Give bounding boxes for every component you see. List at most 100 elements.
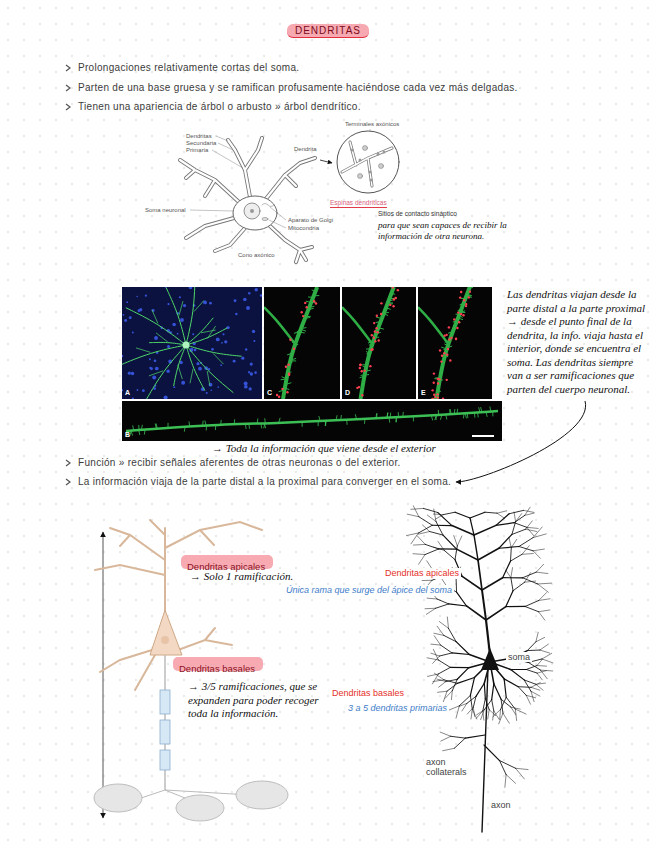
micrograph-panel: A [122,287,262,399]
cell-nucleus [149,358,151,360]
synapse-marker [460,291,462,293]
leader-line [218,143,233,150]
spine [292,342,295,344]
spine [260,423,262,428]
synapse-marker [439,349,441,351]
dendrite-segment [526,666,537,670]
dendrite-segment [512,522,516,535]
spine [234,419,235,424]
spine [184,427,186,432]
synapse-marker [371,334,373,336]
spine [402,412,403,417]
synapse-marker [286,391,288,393]
cell-nucleus [244,381,248,385]
spine [366,353,369,354]
cell-nucleus [209,302,212,305]
panel-letter: B [125,431,130,439]
synapse-marker [460,313,462,315]
dendrite-segment [499,546,519,548]
cell-nucleus [167,345,170,348]
spine [477,412,479,417]
dendrite-segment [467,707,473,714]
synapse-marker [288,374,290,376]
dendrite-segment [492,700,494,712]
dendrite-segment [471,709,472,719]
dendrite-segment [413,506,419,517]
cell-nucleus [189,287,193,289]
synapse-marker [432,398,434,399]
spine [362,364,367,365]
spine [454,409,456,414]
synapse-marker [369,365,371,367]
synapse-marker [376,331,378,333]
dendrite-segment [509,510,523,513]
cell-nucleus [129,316,132,319]
dendrite-segment [516,768,525,779]
dendrite-segment [538,583,552,585]
soma [481,648,499,670]
zoom-arrow [320,160,332,163]
spine [492,411,493,416]
dendrite-segment [484,683,485,698]
synapse-marker [459,296,461,298]
cell-nucleus [249,387,252,390]
dendrite-segment [427,598,437,600]
cell-nucleus [142,389,145,392]
synapse-marker [356,387,358,389]
dendrite-segment [500,761,516,769]
cell-nucleus [235,313,237,315]
spine [445,341,450,342]
spine [306,301,311,302]
dendrite-segment [417,536,425,545]
dendrite-segment [525,601,539,607]
bullet-text: Tienen una apariencia de árbol o arbusto… [78,101,361,113]
synapse-marker [457,311,459,313]
dendrite-segment [506,606,525,607]
figure-label: Dendritas basales [330,688,406,699]
spine [438,410,439,415]
spine [264,423,265,428]
synapse-marker [370,349,372,351]
synapse-marker [315,302,317,304]
dendrite-fill [180,138,315,262]
dendrite-segment [515,709,526,714]
spine [300,332,305,334]
dendrite-segment [499,713,503,724]
spine [489,407,491,412]
spine [378,328,384,329]
neuron-process [136,348,150,352]
dendrite-segment [540,650,550,653]
bullet-marker [66,460,70,466]
dendrite-segment [470,512,485,518]
dendrite-segment [527,527,538,528]
spine [340,415,342,420]
spine [309,306,314,307]
dendrite-segment [536,683,546,684]
dendrite-segment [540,644,548,650]
figure-caption: 3 a 5 dendritas primarias [346,703,449,714]
dendrite-segment [439,548,457,549]
dendrite-segment [438,660,450,667]
spine [450,409,451,414]
spine [474,413,475,418]
dendrite-segment [488,710,489,719]
dendrite-segment [439,682,446,688]
synapse-marker [375,327,377,329]
axon-terminal [363,146,368,151]
spine [285,383,291,385]
part-label: Cono axónico [238,252,275,259]
synapse-marker [361,370,363,372]
neuron-process [179,301,183,315]
dendrite-segment [435,515,443,520]
pyramidal-neuron-illustration [94,520,288,821]
part-label: Sitios de contacto sináptico [378,210,457,218]
dendrite-segment [536,684,543,690]
spine [387,413,388,418]
dendrite-segment [504,679,518,687]
synapse-marker [313,300,315,302]
synapse-marker [437,382,439,384]
spine [386,308,391,310]
neuron-process [149,342,186,345]
dendrite-segment [467,696,476,703]
